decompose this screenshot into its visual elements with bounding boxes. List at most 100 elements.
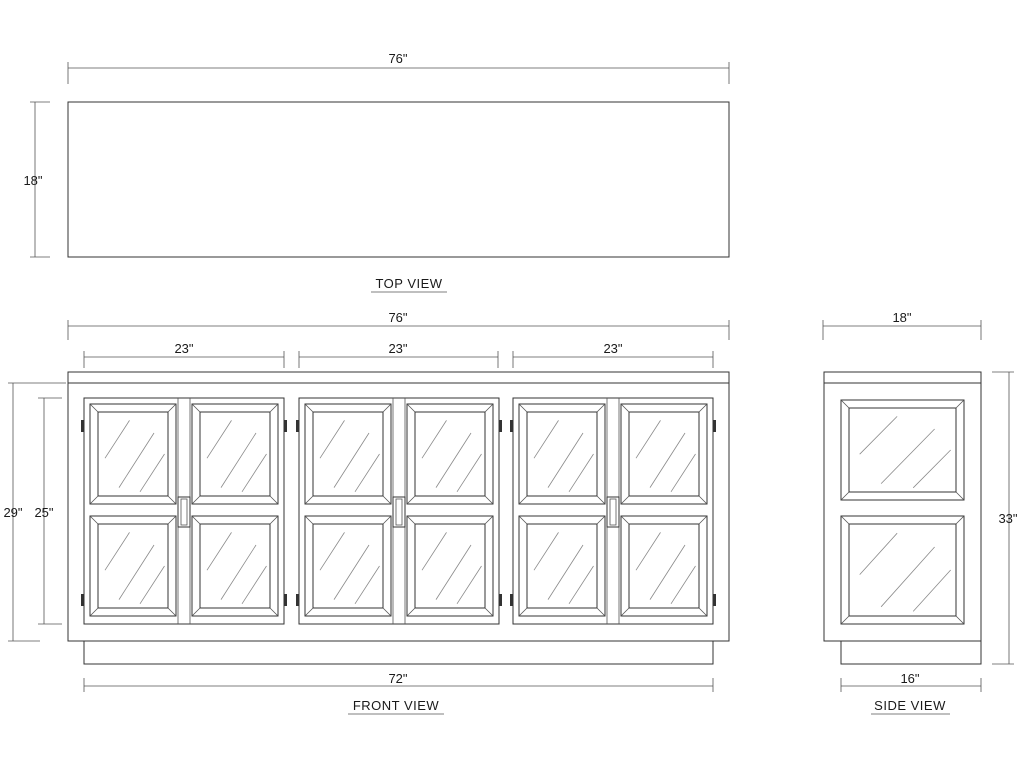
door-2-panel-left-bottom-glass-reflection: [354, 565, 380, 605]
door-section-3[interactable]: [510, 397, 716, 625]
top-view-title: TOP VIEW: [375, 276, 442, 291]
side-panel-bottom-glass: [848, 523, 957, 617]
side-panel-bottom: [840, 515, 965, 625]
front-door-sections: [81, 397, 716, 625]
door-1-panel-left-bottom-glass-reflection: [104, 532, 130, 571]
door-section-2[interactable]: [296, 397, 502, 625]
hinge-icon: [713, 594, 716, 606]
side-view-title: SIDE VIEW: [874, 698, 946, 713]
door-3-panel-left-bottom: [518, 515, 606, 617]
side-panel-bottom-glass-reflection: [912, 569, 951, 612]
front-view: 76" 23" 23" 23" 29": [3, 310, 730, 715]
door-3-panel-right-top-glass-reflection: [670, 453, 696, 493]
side-panel-bottom-frame: [840, 515, 965, 625]
door-2-panel-left-bottom-bevel-line: [304, 515, 314, 525]
door-3-panel-left-bottom-bevel-line: [596, 607, 606, 617]
top-depth-dimension: 18": [23, 101, 50, 258]
door-1-panel-left-top: [89, 403, 177, 505]
door-1-panel-right-bottom-glass-reflection: [220, 544, 257, 600]
side-panel-top-bevel-line: [955, 491, 965, 501]
door-3-panel-left-top-bevel-line: [518, 403, 528, 413]
door-2-panel-left-top-glass-reflection: [319, 420, 345, 459]
door-3-panel-right-bottom-bevel-line: [620, 607, 630, 617]
door-2-panel-left-bottom: [304, 515, 392, 617]
hinge-icon: [81, 594, 84, 606]
hinge-icon: [499, 420, 502, 432]
door-1-panel-left-top-bevel-line: [167, 403, 177, 413]
door-handle-icon[interactable]: [392, 496, 406, 528]
side-top-slab: [823, 371, 982, 384]
door-3-panel-right-bottom-bevel-line: [698, 515, 708, 525]
door-3-panel-left-bottom-bevel-line: [596, 515, 606, 525]
front-base: [83, 641, 714, 665]
door-section-1[interactable]: [81, 397, 287, 625]
door-3-panel-right-bottom-bevel-line: [698, 607, 708, 617]
door-1-panel-left-bottom-bevel-line: [89, 607, 99, 617]
door-2-panel-right-top-bevel-line: [406, 403, 416, 413]
side-panel-top-bevel-line: [955, 399, 965, 409]
door-2-panel-right-bottom-glass-reflection: [421, 532, 447, 571]
door-handle-icon[interactable]: [177, 496, 191, 528]
door-1-panel-left-top-glass-reflection: [118, 432, 155, 488]
door-2-panel-right-top-bevel-line: [484, 495, 494, 505]
side-base-depth-dimension: 16": [840, 671, 982, 692]
door-2-panel-left-top-glass: [312, 411, 384, 497]
door-1-panel-right-bottom-bevel-line: [191, 607, 201, 617]
door-3-panel-left-top: [518, 403, 606, 505]
hinge-icon: [499, 594, 502, 606]
front-door-height-dimension: 25": [34, 397, 62, 625]
door-3-panel-right-bottom-glass: [628, 523, 700, 609]
door-2-panel-right-top-bevel-line: [484, 403, 494, 413]
side-panel-top-bevel-line: [840, 399, 850, 409]
door-2-panel-left-top-glass-reflection: [354, 453, 380, 493]
door-3-panel-left-top-glass-reflection: [533, 420, 559, 459]
door-2-panel-right-bottom: [406, 515, 494, 617]
door-3-panel-right-bottom: [620, 515, 708, 617]
top-view: 76" 18" TOP VIEW: [23, 51, 730, 293]
top-width-label: 76": [388, 51, 407, 66]
door-2-panel-right-top-glass-reflection: [456, 453, 482, 493]
door-1-panel-left-bottom-bevel-line: [89, 515, 99, 525]
door-3-panel-right-bottom-glass-reflection: [670, 565, 696, 605]
door-3-panel-right-top-frame: [620, 403, 708, 505]
front-carcass: [67, 382, 730, 642]
door-section-frame: [83, 397, 285, 625]
door-2-panel-right-top-bevel-line: [406, 495, 416, 505]
door-1-panel-left-bottom-bevel-line: [167, 515, 177, 525]
front-base-width-dimension: 72": [83, 671, 714, 692]
door-3-panel-right-top-bevel-line: [620, 403, 630, 413]
door-2-panel-left-bottom-glass: [312, 523, 384, 609]
door-1-panel-right-top: [191, 403, 279, 505]
door-1-panel-left-bottom-bevel-line: [167, 607, 177, 617]
door-3-panel-right-bottom-glass-reflection: [635, 532, 661, 571]
door-handle-icon[interactable]: [606, 496, 620, 528]
door-2-panel-left-top-bevel-line: [304, 403, 314, 413]
side-height-label: 33": [998, 511, 1017, 526]
side-panel-bottom-glass-reflection: [880, 546, 935, 608]
side-height-dimension: 33": [992, 371, 1018, 665]
door-2-panel-right-top-glass-reflection: [435, 432, 472, 488]
door-2-panel-right-bottom-glass: [414, 523, 486, 609]
door-1-panel-right-bottom-bevel-line: [269, 515, 279, 525]
door-3-panel-left-bottom-glass-reflection: [547, 544, 584, 600]
door-2-panel-left-bottom-bevel-line: [382, 515, 392, 525]
door-1-panel-right-bottom-bevel-line: [191, 515, 201, 525]
door-1-panel-right-top-glass-reflection: [206, 420, 232, 459]
door-2-panel-left-top-glass-reflection: [333, 432, 370, 488]
side-base-depth-label: 16": [900, 671, 919, 686]
door-1-panel-left-top-frame: [89, 403, 177, 505]
side-panel-bottom-bevel-line: [955, 515, 965, 525]
side-panel-top-glass-reflection: [912, 449, 951, 489]
door-2-panel-right-bottom-bevel-line: [406, 515, 416, 525]
section-width-label-1: 23": [174, 341, 193, 356]
door-1-panel-left-top-glass-reflection: [139, 453, 165, 493]
door-1-panel-right-bottom-glass-reflection: [206, 532, 232, 571]
side-carcass: [823, 382, 982, 642]
door-3-panel-right-bottom-bevel-line: [620, 515, 630, 525]
hinge-icon: [713, 420, 716, 432]
door-3-panel-left-bottom-bevel-line: [518, 607, 528, 617]
hinge-icon: [284, 420, 287, 432]
door-3-panel-right-top-glass: [628, 411, 700, 497]
front-overall-width-dimension: 76": [67, 310, 730, 340]
